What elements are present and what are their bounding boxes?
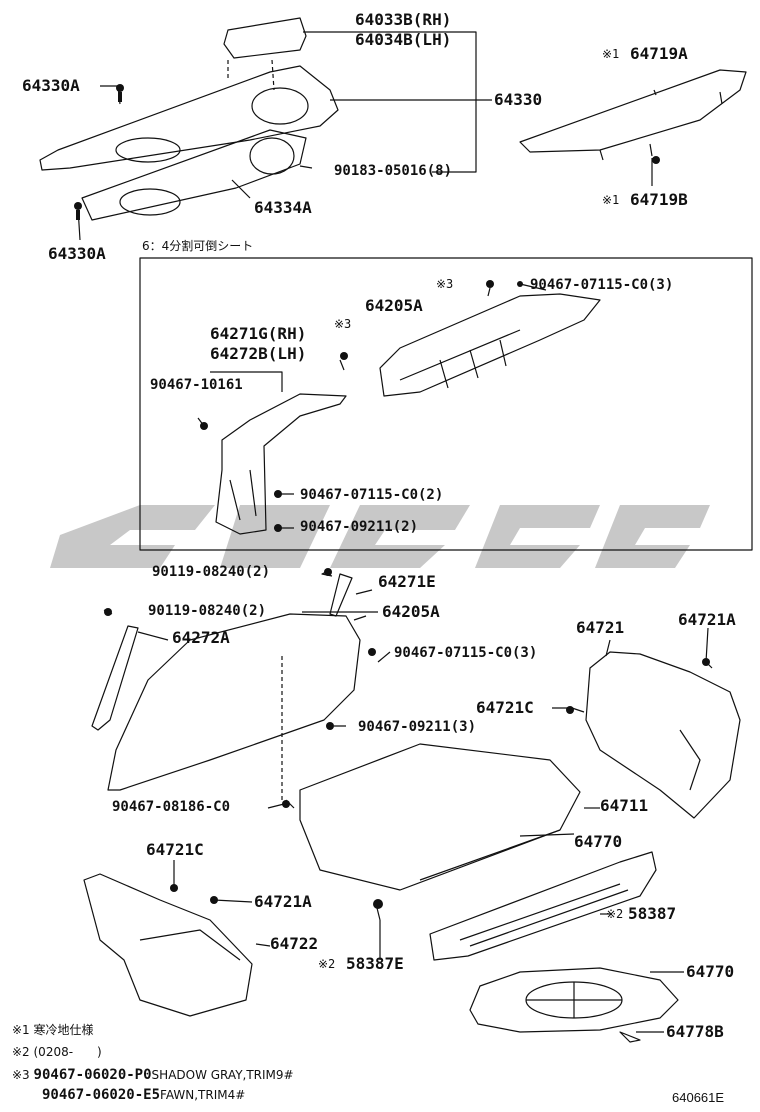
footnote-3-text-2: FAWN,TRIM4# bbox=[160, 1088, 246, 1102]
label-90467-07115-2: 90467-07115-C0(2) bbox=[300, 487, 444, 503]
lh-side-strap bbox=[91, 625, 139, 731]
label-64034b: 64034B(LH) bbox=[355, 30, 452, 49]
label-64721a-left: 64721A bbox=[254, 892, 312, 911]
label-90467-08186: 90467-08186-C0 bbox=[112, 799, 231, 815]
trunk-rear-sill-part bbox=[429, 851, 657, 961]
label-64719b: 64719B bbox=[630, 190, 688, 209]
footnote-1: ※1 寒冷地仕様 bbox=[12, 1023, 94, 1037]
spare-tire-cover-part bbox=[469, 967, 679, 1033]
trunk-side-trim-lh bbox=[83, 873, 253, 1017]
footnote-3-code-2: 90467-06020-E5 bbox=[42, 1087, 161, 1103]
label-64033b: 64033B(RH) bbox=[355, 10, 452, 29]
package-tray-part bbox=[39, 65, 339, 171]
split-seat-box-title: 6：4分割可倒シート bbox=[142, 239, 254, 253]
footnote-3: ※3 90467-06020-P0SHADOW GRAY,TRIM9# bbox=[12, 1068, 294, 1082]
label-64721c-right: 64721C bbox=[476, 698, 534, 717]
label-90467-07115-3: 90467-07115-C0(3) bbox=[394, 645, 538, 661]
trunk-side-trim-part bbox=[107, 613, 361, 791]
figure-reference: 640661E bbox=[672, 1090, 725, 1105]
label-58387: 58387 bbox=[628, 904, 677, 923]
tray-sound-board bbox=[81, 129, 307, 221]
label-64330a-bottom: 64330A bbox=[48, 244, 106, 263]
label-64721: 64721 bbox=[576, 618, 625, 637]
label-64778b: 64778B bbox=[666, 1022, 724, 1041]
side-trim-part bbox=[215, 393, 347, 535]
label-90467-09211-3: 90467-09211(3) bbox=[358, 719, 477, 735]
watermark-logo bbox=[50, 505, 710, 568]
trunk-side-trim-rh bbox=[585, 651, 741, 819]
label-64272a: 64272A bbox=[172, 628, 230, 647]
label-90467-09211-2: 90467-09211(2) bbox=[300, 519, 419, 535]
label-64205a-box: 64205A bbox=[365, 296, 423, 315]
label-64719a: 64719A bbox=[630, 44, 688, 63]
label-64205a: 64205A bbox=[382, 602, 440, 621]
seat-back-trim-part bbox=[379, 293, 601, 397]
label-64721a-right: 64721A bbox=[678, 610, 736, 629]
fasteners bbox=[74, 84, 710, 909]
speaker-cover-part bbox=[223, 17, 307, 59]
label-64272b: 64272B(LH) bbox=[210, 344, 307, 363]
footnote-3-text-1: SHADOW GRAY,TRIM9# bbox=[151, 1068, 294, 1082]
footnote-2: ※2 (0208- ) bbox=[12, 1045, 102, 1059]
mark-clip-top: ※3 bbox=[436, 277, 454, 291]
label-90467-07115-top: 90467-07115-C0(3) bbox=[530, 277, 674, 293]
mark-clip-left: ※3 bbox=[334, 317, 352, 331]
label-90119-08240-b: 90119-08240(2) bbox=[148, 603, 267, 619]
tray-cover-part bbox=[519, 69, 747, 153]
label-64271e: 64271E bbox=[378, 572, 436, 591]
footnote-3b: 90467-06020-E5FAWN,TRIM4# bbox=[42, 1088, 245, 1102]
trunk-floor-mat-part bbox=[299, 743, 581, 891]
footnote-3-code-1: 90467-06020-P0 bbox=[33, 1067, 152, 1083]
rh-side-strap bbox=[329, 573, 353, 617]
label-64770-a: 64770 bbox=[574, 832, 623, 851]
label-64770-b: 64770 bbox=[686, 962, 735, 981]
label-64711: 64711 bbox=[600, 796, 649, 815]
mark-64719b: ※1 bbox=[602, 193, 620, 207]
label-64330a-top: 64330A bbox=[22, 76, 80, 95]
label-64334a: 64334A bbox=[254, 198, 312, 217]
label-58387e: 58387E bbox=[346, 954, 404, 973]
label-64330: 64330 bbox=[494, 90, 543, 109]
label-64271g: 64271G(RH) bbox=[210, 324, 307, 343]
label-90467-10161: 90467-10161 bbox=[150, 377, 243, 393]
footnote-3-mark: ※3 bbox=[12, 1068, 30, 1082]
mark-58387: ※2 bbox=[606, 907, 624, 921]
mark-64719a: ※1 bbox=[602, 47, 620, 61]
label-90183-05016: 90183-05016(8) bbox=[334, 163, 453, 179]
label-64722: 64722 bbox=[270, 934, 319, 953]
label-64721c-left: 64721C bbox=[146, 840, 204, 859]
mark-58387e: ※2 bbox=[318, 957, 336, 971]
label-90119-08240-a: 90119-08240(2) bbox=[152, 564, 271, 580]
split-seat-box bbox=[139, 257, 753, 551]
